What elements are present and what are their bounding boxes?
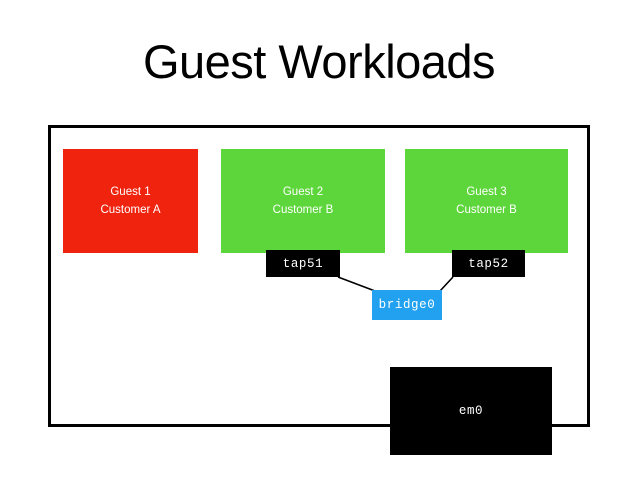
nic-em0[interactable]: em0 xyxy=(390,367,552,455)
interface-tap52[interactable]: tap52 xyxy=(452,250,525,277)
interface-tap51[interactable]: tap51 xyxy=(266,250,340,277)
guest-3-name: Guest 3 xyxy=(466,186,507,198)
guest-box-1[interactable]: Guest 1 Customer A xyxy=(63,149,198,253)
guest-1-customer: Customer A xyxy=(100,204,161,216)
guest-box-2[interactable]: Guest 2 Customer B xyxy=(221,149,385,253)
guest-2-customer: Customer B xyxy=(272,204,334,216)
guest-3-customer: Customer B xyxy=(456,204,517,216)
bridge-bridge0[interactable]: bridge0 xyxy=(372,290,442,320)
guest-box-3[interactable]: Guest 3 Customer B xyxy=(405,149,568,253)
host-container xyxy=(48,125,590,427)
guest-2-name: Guest 2 xyxy=(282,186,324,198)
guest-1-name: Guest 1 xyxy=(110,186,151,198)
page-title: Guest Workloads xyxy=(142,35,496,88)
